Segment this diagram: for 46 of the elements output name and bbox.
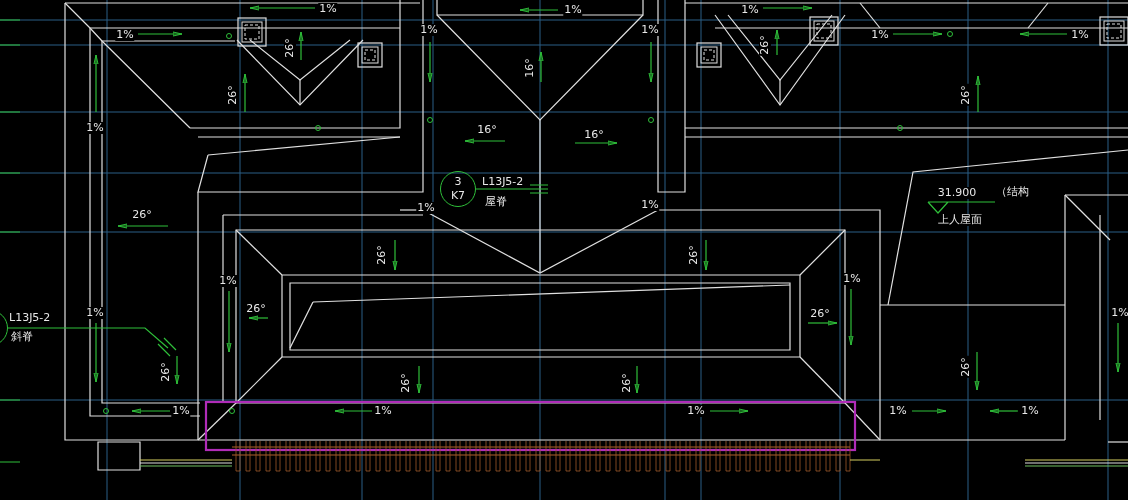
slope-label: 1% bbox=[1070, 29, 1090, 41]
slope-label: 1% bbox=[318, 3, 338, 15]
slope-label: 1% bbox=[640, 24, 660, 36]
slope-label: 1% bbox=[686, 405, 706, 417]
slope-label: 1% bbox=[640, 199, 660, 211]
angle-label: 26° bbox=[621, 372, 633, 394]
angle-label: 26° bbox=[376, 244, 388, 266]
standard-reference: L13J5-2 bbox=[8, 312, 52, 324]
annotation-text: 上人屋面 bbox=[937, 214, 983, 226]
slope-label: 1% bbox=[416, 202, 436, 214]
slope-label: 1% bbox=[842, 273, 862, 285]
detail-name: 斜脊 bbox=[10, 331, 34, 343]
slope-label: 1% bbox=[85, 122, 105, 134]
angle-label: 26° bbox=[400, 372, 412, 394]
slope-label: 1% bbox=[870, 29, 890, 41]
slope-label: 1% bbox=[740, 4, 760, 16]
angle-label: 26° bbox=[284, 37, 296, 59]
angle-label: 26° bbox=[688, 244, 700, 266]
angle-label: 26° bbox=[245, 303, 267, 315]
slope-label: 1% bbox=[1020, 405, 1040, 417]
angle-label: 26° bbox=[759, 34, 771, 56]
slope-label: 1% bbox=[373, 405, 393, 417]
slope-label: 1% bbox=[563, 4, 583, 16]
leader-line bbox=[475, 184, 549, 194]
detail-number: 3 bbox=[454, 175, 462, 189]
angle-label: 26° bbox=[960, 356, 972, 378]
slope-label: 1% bbox=[1110, 307, 1128, 319]
slope-label: 1% bbox=[171, 405, 191, 417]
slope-label: 1% bbox=[115, 29, 135, 41]
angle-label: 16° bbox=[524, 57, 536, 79]
leader-line bbox=[7, 327, 177, 357]
slope-label: 1% bbox=[419, 24, 439, 36]
angle-label: 16° bbox=[583, 129, 605, 141]
angle-label: 16° bbox=[476, 124, 498, 136]
standard-reference: L13J5-2 bbox=[481, 176, 525, 188]
slope-label: 1% bbox=[85, 307, 105, 319]
sheet-number: K7 bbox=[450, 189, 466, 203]
angle-label: 26° bbox=[227, 84, 239, 106]
angle-label: 26° bbox=[960, 84, 972, 106]
angle-label: 26° bbox=[160, 361, 172, 383]
angle-label: 26° bbox=[131, 209, 153, 221]
detail-name: 屋脊 bbox=[484, 196, 508, 208]
slope-label: 1% bbox=[888, 405, 908, 417]
slope-label: 1% bbox=[218, 275, 238, 287]
angle-label: 26° bbox=[809, 308, 831, 320]
annotation-text: 31.900 bbox=[936, 187, 978, 199]
